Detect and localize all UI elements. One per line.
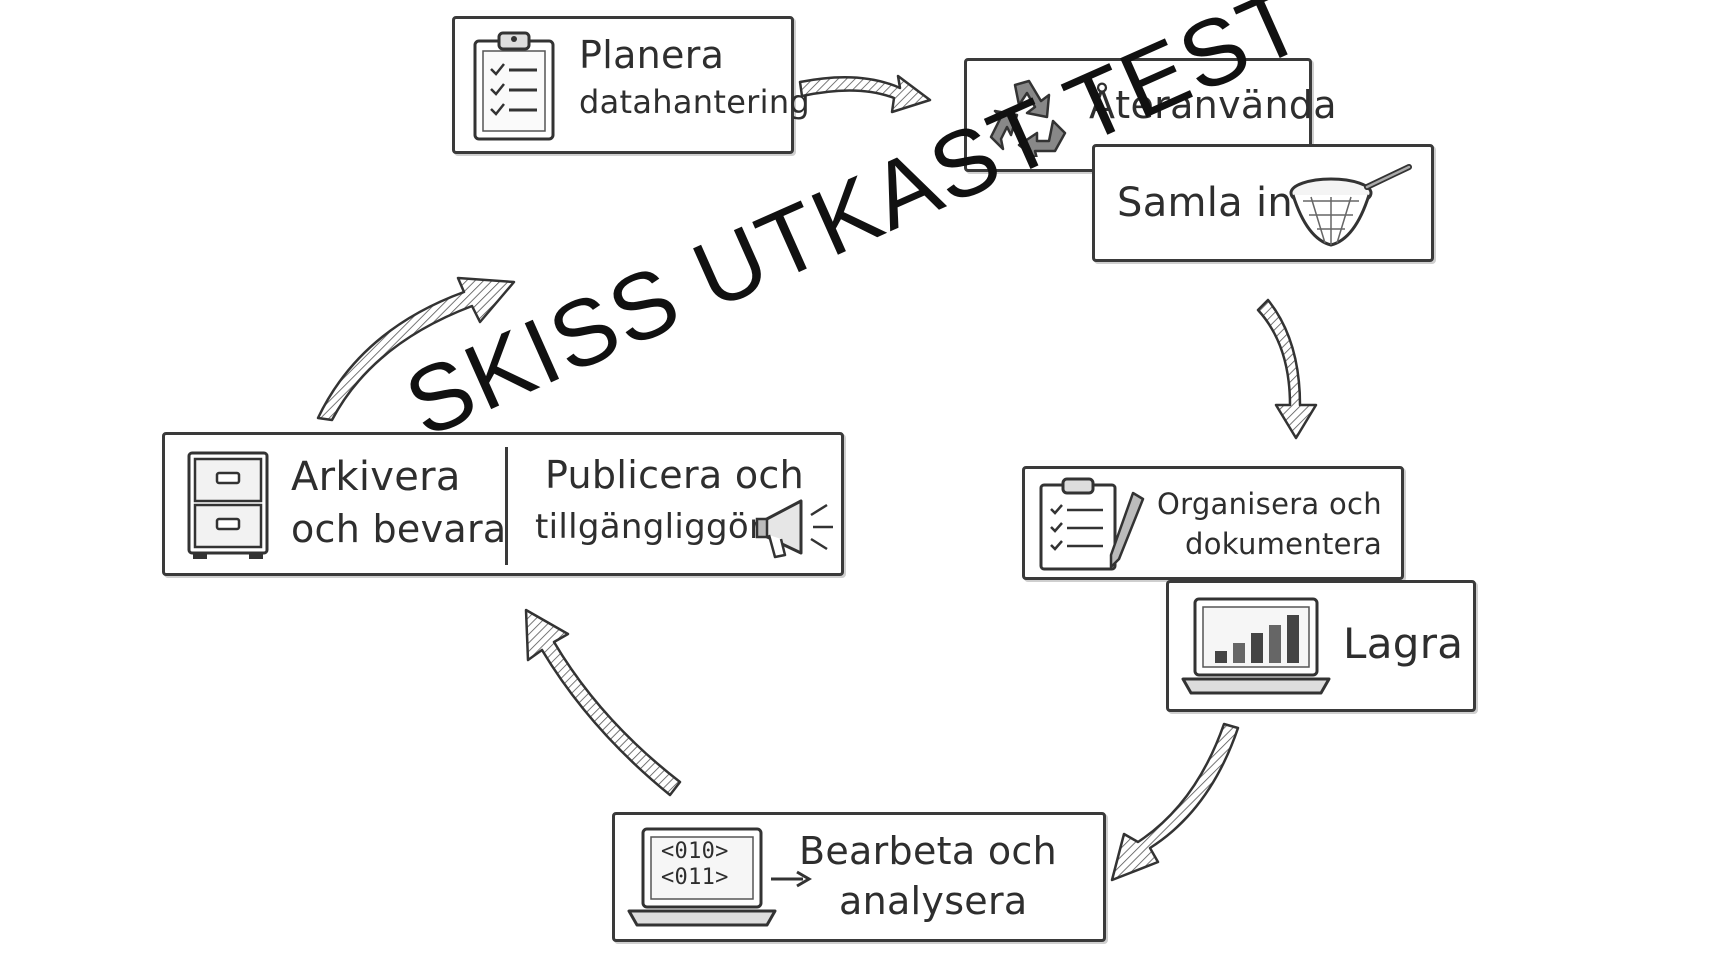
arrow-right-icon — [771, 870, 812, 888]
node-collect-label: Samla in — [1117, 180, 1294, 226]
node-process-line1: Bearbeta och — [799, 829, 1057, 873]
node-store: Lagra — [1166, 580, 1476, 712]
arrow-plan-to-reuse — [798, 74, 932, 114]
node-process-code1: <010> — [661, 839, 729, 864]
arrow-collect-to-organize — [1256, 298, 1318, 440]
node-plan-line1: Planera — [579, 33, 725, 77]
arrow-archive-to-plan — [316, 276, 516, 422]
clipboard-checklist-icon — [473, 31, 555, 141]
megaphone-icon — [755, 499, 833, 559]
node-organize: Organisera och dokumentera — [1022, 466, 1404, 580]
node-archive-publish: Arkivera och bevara Publicera och tillgä… — [162, 432, 844, 576]
node-organize-line1: Organisera och — [1157, 487, 1382, 521]
arrow-store-to-process — [1110, 722, 1240, 882]
laptop-chart-icon — [1181, 597, 1331, 695]
node-organize-line2: dokumentera — [1185, 527, 1383, 561]
node-store-label: Lagra — [1343, 619, 1464, 668]
node-collect: Samla in — [1092, 144, 1434, 262]
node-plan: Planera datahantering — [452, 16, 810, 154]
node-process: <010> <011> Bearbeta och analysera — [612, 812, 1106, 942]
arrow-process-to-publish — [524, 608, 682, 797]
node-reuse-label: Återanvända — [1089, 83, 1337, 127]
node-publish-line2: tillgängliggöra — [535, 507, 785, 547]
node-publish-line1: Publicera och — [545, 453, 804, 497]
node-archive-line1: Arkivera — [291, 454, 461, 500]
laptop-code-icon — [627, 827, 777, 927]
net-icon — [1289, 164, 1412, 247]
node-plan-line2: datahantering — [579, 83, 811, 121]
recycle-icon — [989, 79, 1067, 157]
filing-cabinet-icon — [187, 451, 269, 559]
node-archive-line2: och bevara — [291, 507, 507, 551]
node-process-line2: analysera — [839, 879, 1028, 923]
node-process-code2: <011> — [661, 865, 729, 890]
node-divider — [505, 447, 508, 565]
clipboard-pencil-icon — [1039, 477, 1145, 571]
